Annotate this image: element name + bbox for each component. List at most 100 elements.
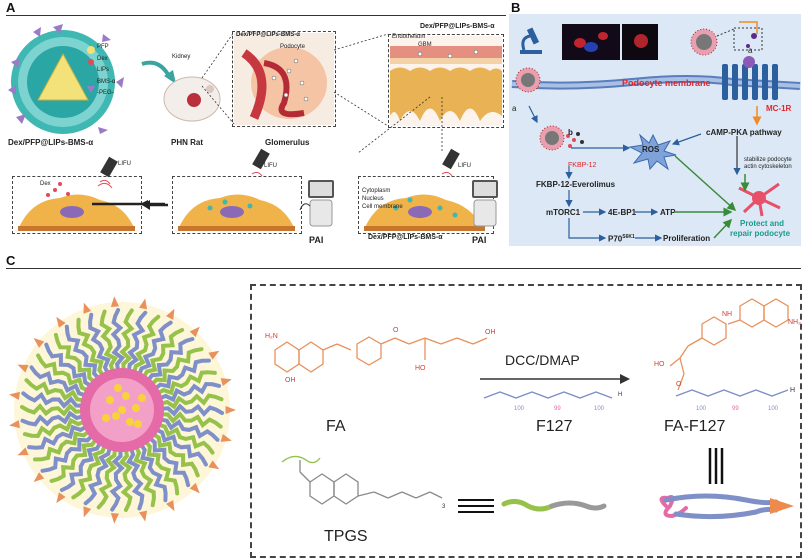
legend-lips: LIPs xyxy=(97,67,110,73)
svg-text:100: 100 xyxy=(594,406,605,412)
svg-text:HO: HO xyxy=(654,361,665,368)
legend-pfp: PFP xyxy=(97,44,109,50)
lifu-label-1: LIFU xyxy=(118,161,132,167)
legend-bms: BMS-α xyxy=(97,79,116,85)
legend-dex: Dex xyxy=(97,56,108,62)
lifu-probe-1 xyxy=(97,156,118,189)
f127-structure: 100 99 100 H xyxy=(483,391,622,412)
svg-text:O: O xyxy=(676,381,682,388)
svg-text:100: 100 xyxy=(696,406,707,412)
tpgs-structure: 3 xyxy=(281,455,446,510)
endothelium-label: Endothelium xyxy=(392,34,426,40)
podocyte-cell-icon xyxy=(738,182,781,217)
svg-text:100: 100 xyxy=(514,406,525,412)
gbm-illustration xyxy=(390,36,502,126)
reagents-label: DCC/DMAP xyxy=(505,352,580,368)
panel-b-arrows xyxy=(528,21,762,242)
stabilize-label-1: stabilize podocyte xyxy=(744,157,792,163)
tpgs-cartoon xyxy=(501,498,607,512)
panel-b-nanoparticle xyxy=(690,27,763,56)
phn-rat-label: PHN Rat xyxy=(171,138,204,147)
fluorescence-image-1 xyxy=(562,24,620,60)
pai-label-1: PAI xyxy=(309,235,324,245)
left-arrow xyxy=(142,200,168,210)
4ebp1-label: 4E-BP1 xyxy=(608,208,637,217)
microscope-icon xyxy=(520,27,542,54)
tpgs-label: TPGS xyxy=(324,528,368,545)
fa-structure: H₂N OH O HO OH xyxy=(265,327,496,384)
b-label: b xyxy=(568,128,573,137)
inset-title: Dex/PFP@LIPs-BMS-α xyxy=(236,32,300,38)
lifu-probe-3 xyxy=(441,148,460,177)
rat-kidney-illustration xyxy=(163,76,221,122)
legend-icons xyxy=(87,46,95,93)
mtorc1-label: mTORC1 xyxy=(546,208,581,217)
svg-text:99: 99 xyxy=(554,406,561,412)
fkbp-everolimus-label: FKBP-12-Everolimus xyxy=(536,180,616,189)
pai-label-2: PAI xyxy=(472,235,487,245)
stabilize-label-2: actin cytoskeleton xyxy=(744,164,792,170)
bottom-right-label: Dex/PFP@LIPs-BMS-α xyxy=(368,234,443,241)
panel-b-letter: B xyxy=(511,0,521,15)
svg-text:99: 99 xyxy=(732,406,739,412)
protect-label-2: repair podocyte xyxy=(730,229,791,238)
p70-label: P70S6K1 xyxy=(608,234,635,244)
reaction-frame xyxy=(250,284,802,558)
lifu-label-2: LIFU xyxy=(264,163,278,169)
protect-label-1: Protect and xyxy=(740,219,785,228)
svg-text:O: O xyxy=(393,327,399,334)
a-right-label: a xyxy=(748,46,753,55)
atp-label: ATP xyxy=(660,208,676,217)
cell-left xyxy=(18,182,135,231)
panel-c-top-rule xyxy=(6,268,801,269)
pai-machine-2 xyxy=(472,180,498,227)
svg-text:3: 3 xyxy=(442,504,446,510)
equivalence-horizontal xyxy=(458,499,494,513)
fluorescence-image-2 xyxy=(622,24,658,60)
podocyte-label: Podocyte xyxy=(280,44,306,50)
cell-frame-middle xyxy=(172,176,302,234)
cell-middle xyxy=(178,194,295,231)
top-right-label: Dex/PFP@LIPs-BMS-α xyxy=(420,23,495,30)
lifu-label-3: LIFU xyxy=(458,163,472,169)
inset-connector-lines xyxy=(201,31,235,125)
glomerulus-label: Glomerulus xyxy=(265,138,310,147)
kidney-label: Kidney xyxy=(172,54,191,60)
dex-cell-label: Dex xyxy=(40,181,51,187)
svg-text:H₂N: H₂N xyxy=(265,333,278,340)
legend-peg: -PEG- xyxy=(97,90,114,96)
a-left-label: a xyxy=(512,104,517,113)
fa-label: FA xyxy=(326,418,346,435)
fa-f127-label: FA-F127 xyxy=(664,418,726,435)
proliferation-label: Proliferation xyxy=(663,234,711,243)
fkbp12-label: FKBP-12 xyxy=(568,162,597,169)
lifu-probe-2 xyxy=(251,148,270,177)
svg-text:OH: OH xyxy=(285,377,296,384)
svg-text:HO: HO xyxy=(415,365,426,372)
equivalence-vertical xyxy=(708,448,724,484)
cell-membrane-label: Cell membrane xyxy=(362,204,403,210)
cytoplasm-label: Cytoplasm xyxy=(362,188,391,194)
mc1r-label: MC-1R xyxy=(766,104,792,113)
cell-illustrations xyxy=(18,182,485,231)
ros-starburst xyxy=(628,133,677,171)
down-connector-lines xyxy=(357,96,443,154)
svg-text:NH₂: NH₂ xyxy=(788,319,801,326)
reaction-arrow xyxy=(480,374,630,384)
panel-c-letter: C xyxy=(6,253,16,268)
glomerulus-illustration xyxy=(234,33,334,125)
mc1r-receptor xyxy=(722,56,778,100)
liposome-nanoparticle xyxy=(8,24,124,134)
fa-f127-cartoon xyxy=(659,493,794,520)
camp-label: cAMP-PKA pathway xyxy=(706,128,782,137)
podocyte-membrane xyxy=(511,75,801,90)
arrow-to-kidney xyxy=(141,60,176,84)
ros-label: ROS xyxy=(642,145,660,154)
gbm-label: GBM xyxy=(418,42,432,48)
svg-text:H: H xyxy=(790,387,795,394)
pai-machine-1 xyxy=(299,180,334,227)
svg-text:OH: OH xyxy=(485,329,496,336)
endocytosis-particles xyxy=(515,67,584,151)
svg-text:H: H xyxy=(618,392,622,398)
